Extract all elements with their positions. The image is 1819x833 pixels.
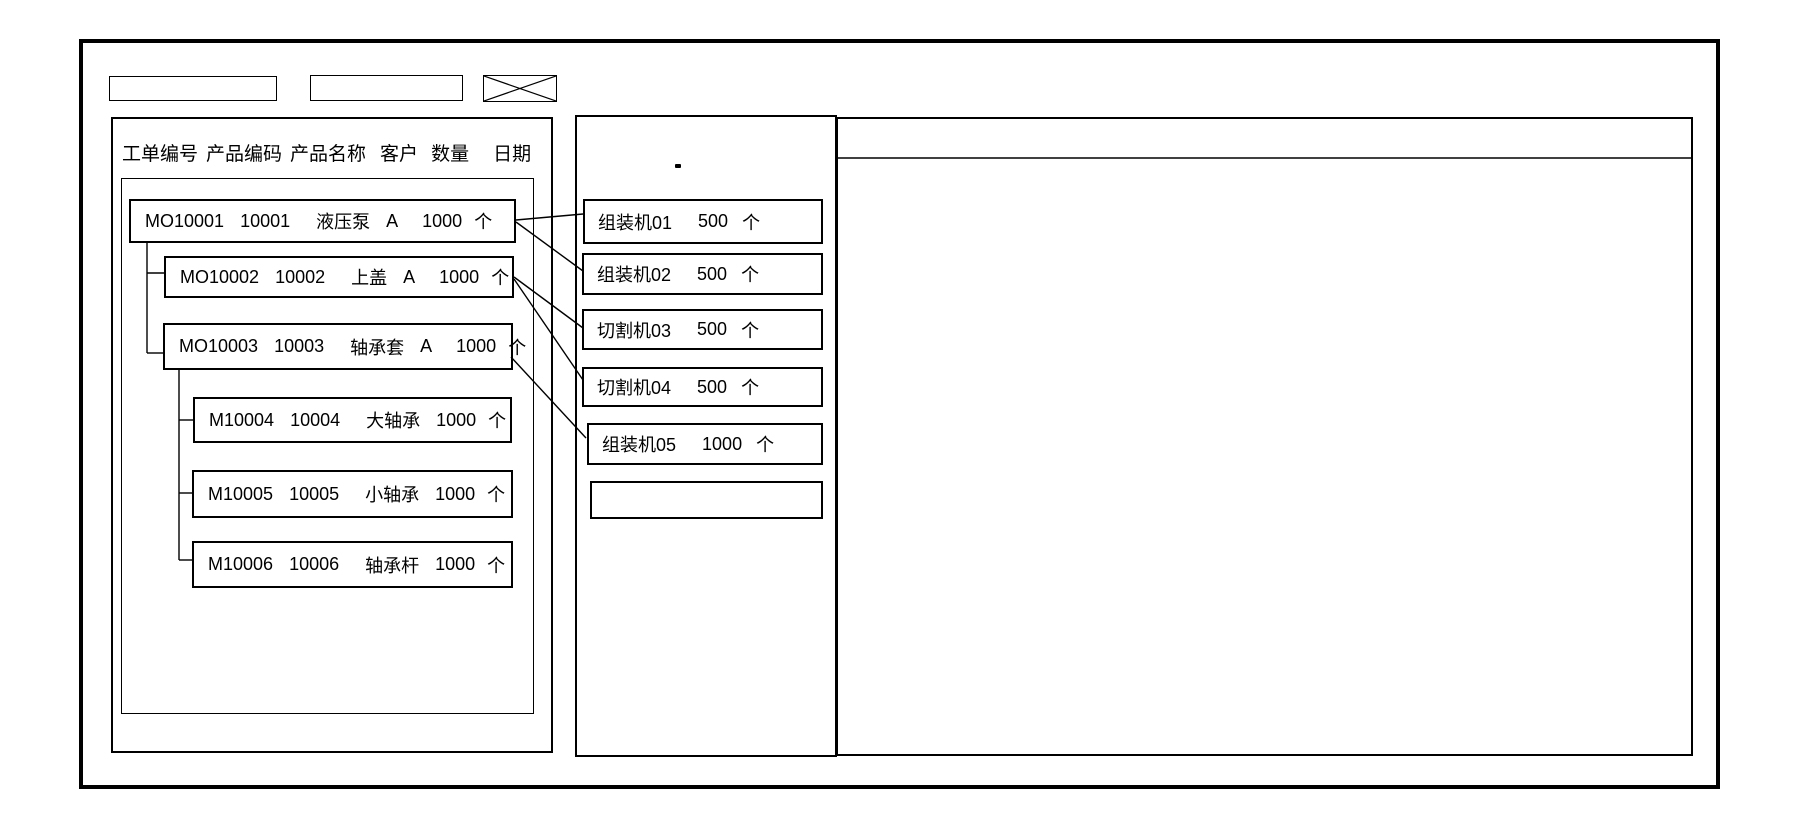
column-header-customer: 客户 bbox=[380, 144, 419, 165]
customer-cell: A bbox=[403, 266, 416, 287]
product-code-cell: 10001 bbox=[240, 210, 291, 231]
machine-name-cell: 组装机01 bbox=[598, 212, 673, 233]
work-order-row-mo10002[interactable]: MO10002 10002 上盖 A 1000 个 bbox=[164, 256, 514, 298]
product-name-cell: 大轴承 bbox=[366, 411, 421, 431]
search-field-right[interactable] bbox=[310, 75, 463, 101]
image-placeholder-icon bbox=[483, 75, 557, 102]
order-no-cell: MO10001 bbox=[145, 210, 225, 231]
detail-panel bbox=[836, 117, 1693, 756]
column-header-product-code: 产品编码 bbox=[206, 144, 283, 165]
search-field-left[interactable] bbox=[109, 76, 277, 101]
unit-cell: 个 bbox=[487, 555, 506, 576]
quantity-cell: 1000 bbox=[436, 409, 477, 430]
machine-unit-cell: 个 bbox=[741, 265, 760, 285]
product-name-cell: 上盖 bbox=[351, 268, 388, 288]
product-name-cell: 轴承套 bbox=[350, 337, 405, 358]
machine-box-01[interactable]: 组装机01 500 个 bbox=[583, 199, 823, 244]
product-name-cell: 液压泵 bbox=[316, 212, 371, 232]
work-order-row-m10005[interactable]: M10005 10005 小轴承 1000 个 bbox=[192, 470, 513, 518]
product-code-cell: 10006 bbox=[289, 554, 340, 574]
machine-name-cell: 切割机03 bbox=[597, 320, 672, 341]
unit-cell: 个 bbox=[474, 212, 493, 232]
quantity-cell: 1000 bbox=[439, 266, 480, 287]
column-header-order-no: 工单编号 bbox=[122, 144, 199, 165]
order-no-cell: M10006 bbox=[208, 554, 274, 574]
product-name-cell: 小轴承 bbox=[365, 485, 420, 505]
machine-qty-cell: 500 bbox=[697, 376, 728, 397]
machine-qty-cell: 500 bbox=[697, 263, 728, 284]
order-no-cell: MO10002 bbox=[180, 266, 260, 287]
work-order-row-m10004[interactable]: M10004 10004 大轴承 1000 个 bbox=[193, 397, 512, 443]
order-no-cell: M10004 bbox=[209, 409, 275, 430]
unit-cell: 个 bbox=[491, 268, 510, 288]
machine-unit-cell: 个 bbox=[756, 435, 775, 455]
quantity-cell: 1000 bbox=[456, 336, 497, 356]
work-order-column-headers: 工单编号 产品编码 产品名称 客户 数量 日期 bbox=[122, 143, 531, 167]
order-no-cell: M10005 bbox=[208, 483, 274, 504]
unit-cell: 个 bbox=[488, 411, 507, 431]
work-order-row-m10006[interactable]: M10006 10006 轴承杆 1000 个 bbox=[192, 541, 513, 588]
customer-cell: A bbox=[386, 210, 399, 231]
product-code-cell: 10002 bbox=[275, 266, 326, 287]
machine-name-cell: 组装机02 bbox=[597, 265, 672, 285]
quantity-cell: 1000 bbox=[435, 483, 476, 504]
machine-name-cell: 切割机04 bbox=[597, 378, 672, 398]
work-order-row-mo10001[interactable]: MO10001 10001 液压泵 A 1000 个 bbox=[129, 199, 516, 243]
column-header-product-name: 产品名称 bbox=[290, 144, 367, 165]
machine-box-05[interactable]: 组装机05 1000 个 bbox=[587, 423, 823, 465]
product-code-cell: 10003 bbox=[274, 336, 325, 356]
machine-box-02[interactable]: 组装机02 500 个 bbox=[582, 253, 823, 295]
machine-qty-cell: 500 bbox=[697, 319, 728, 339]
product-code-cell: 10005 bbox=[289, 483, 340, 504]
machine-name-cell: 组装机05 bbox=[602, 435, 677, 455]
unit-cell: 个 bbox=[487, 485, 506, 505]
column-header-quantity: 数量 bbox=[431, 144, 470, 165]
unit-cell: 个 bbox=[508, 337, 527, 358]
work-order-row-mo10003[interactable]: MO10003 10003 轴承套 A 1000 个 bbox=[163, 323, 526, 370]
machine-qty-cell: 1000 bbox=[702, 433, 743, 454]
column-header-date: 日期 bbox=[493, 144, 532, 165]
dot-mark bbox=[675, 164, 681, 168]
product-code-cell: 10004 bbox=[290, 409, 341, 430]
machine-box-03[interactable]: 切割机03 500 个 bbox=[582, 309, 823, 350]
product-name-cell: 轴承杆 bbox=[365, 555, 420, 576]
machine-unit-cell: 个 bbox=[741, 320, 760, 341]
order-no-cell: MO10003 bbox=[179, 336, 259, 356]
machine-box-empty[interactable] bbox=[590, 481, 823, 519]
customer-cell: A bbox=[420, 336, 433, 356]
quantity-cell: 1000 bbox=[435, 554, 476, 574]
machine-unit-cell: 个 bbox=[741, 378, 760, 398]
machine-unit-cell: 个 bbox=[742, 212, 761, 233]
machine-qty-cell: 500 bbox=[698, 211, 729, 231]
machine-box-04[interactable]: 切割机04 500 个 bbox=[582, 367, 823, 407]
quantity-cell: 1000 bbox=[422, 210, 463, 231]
